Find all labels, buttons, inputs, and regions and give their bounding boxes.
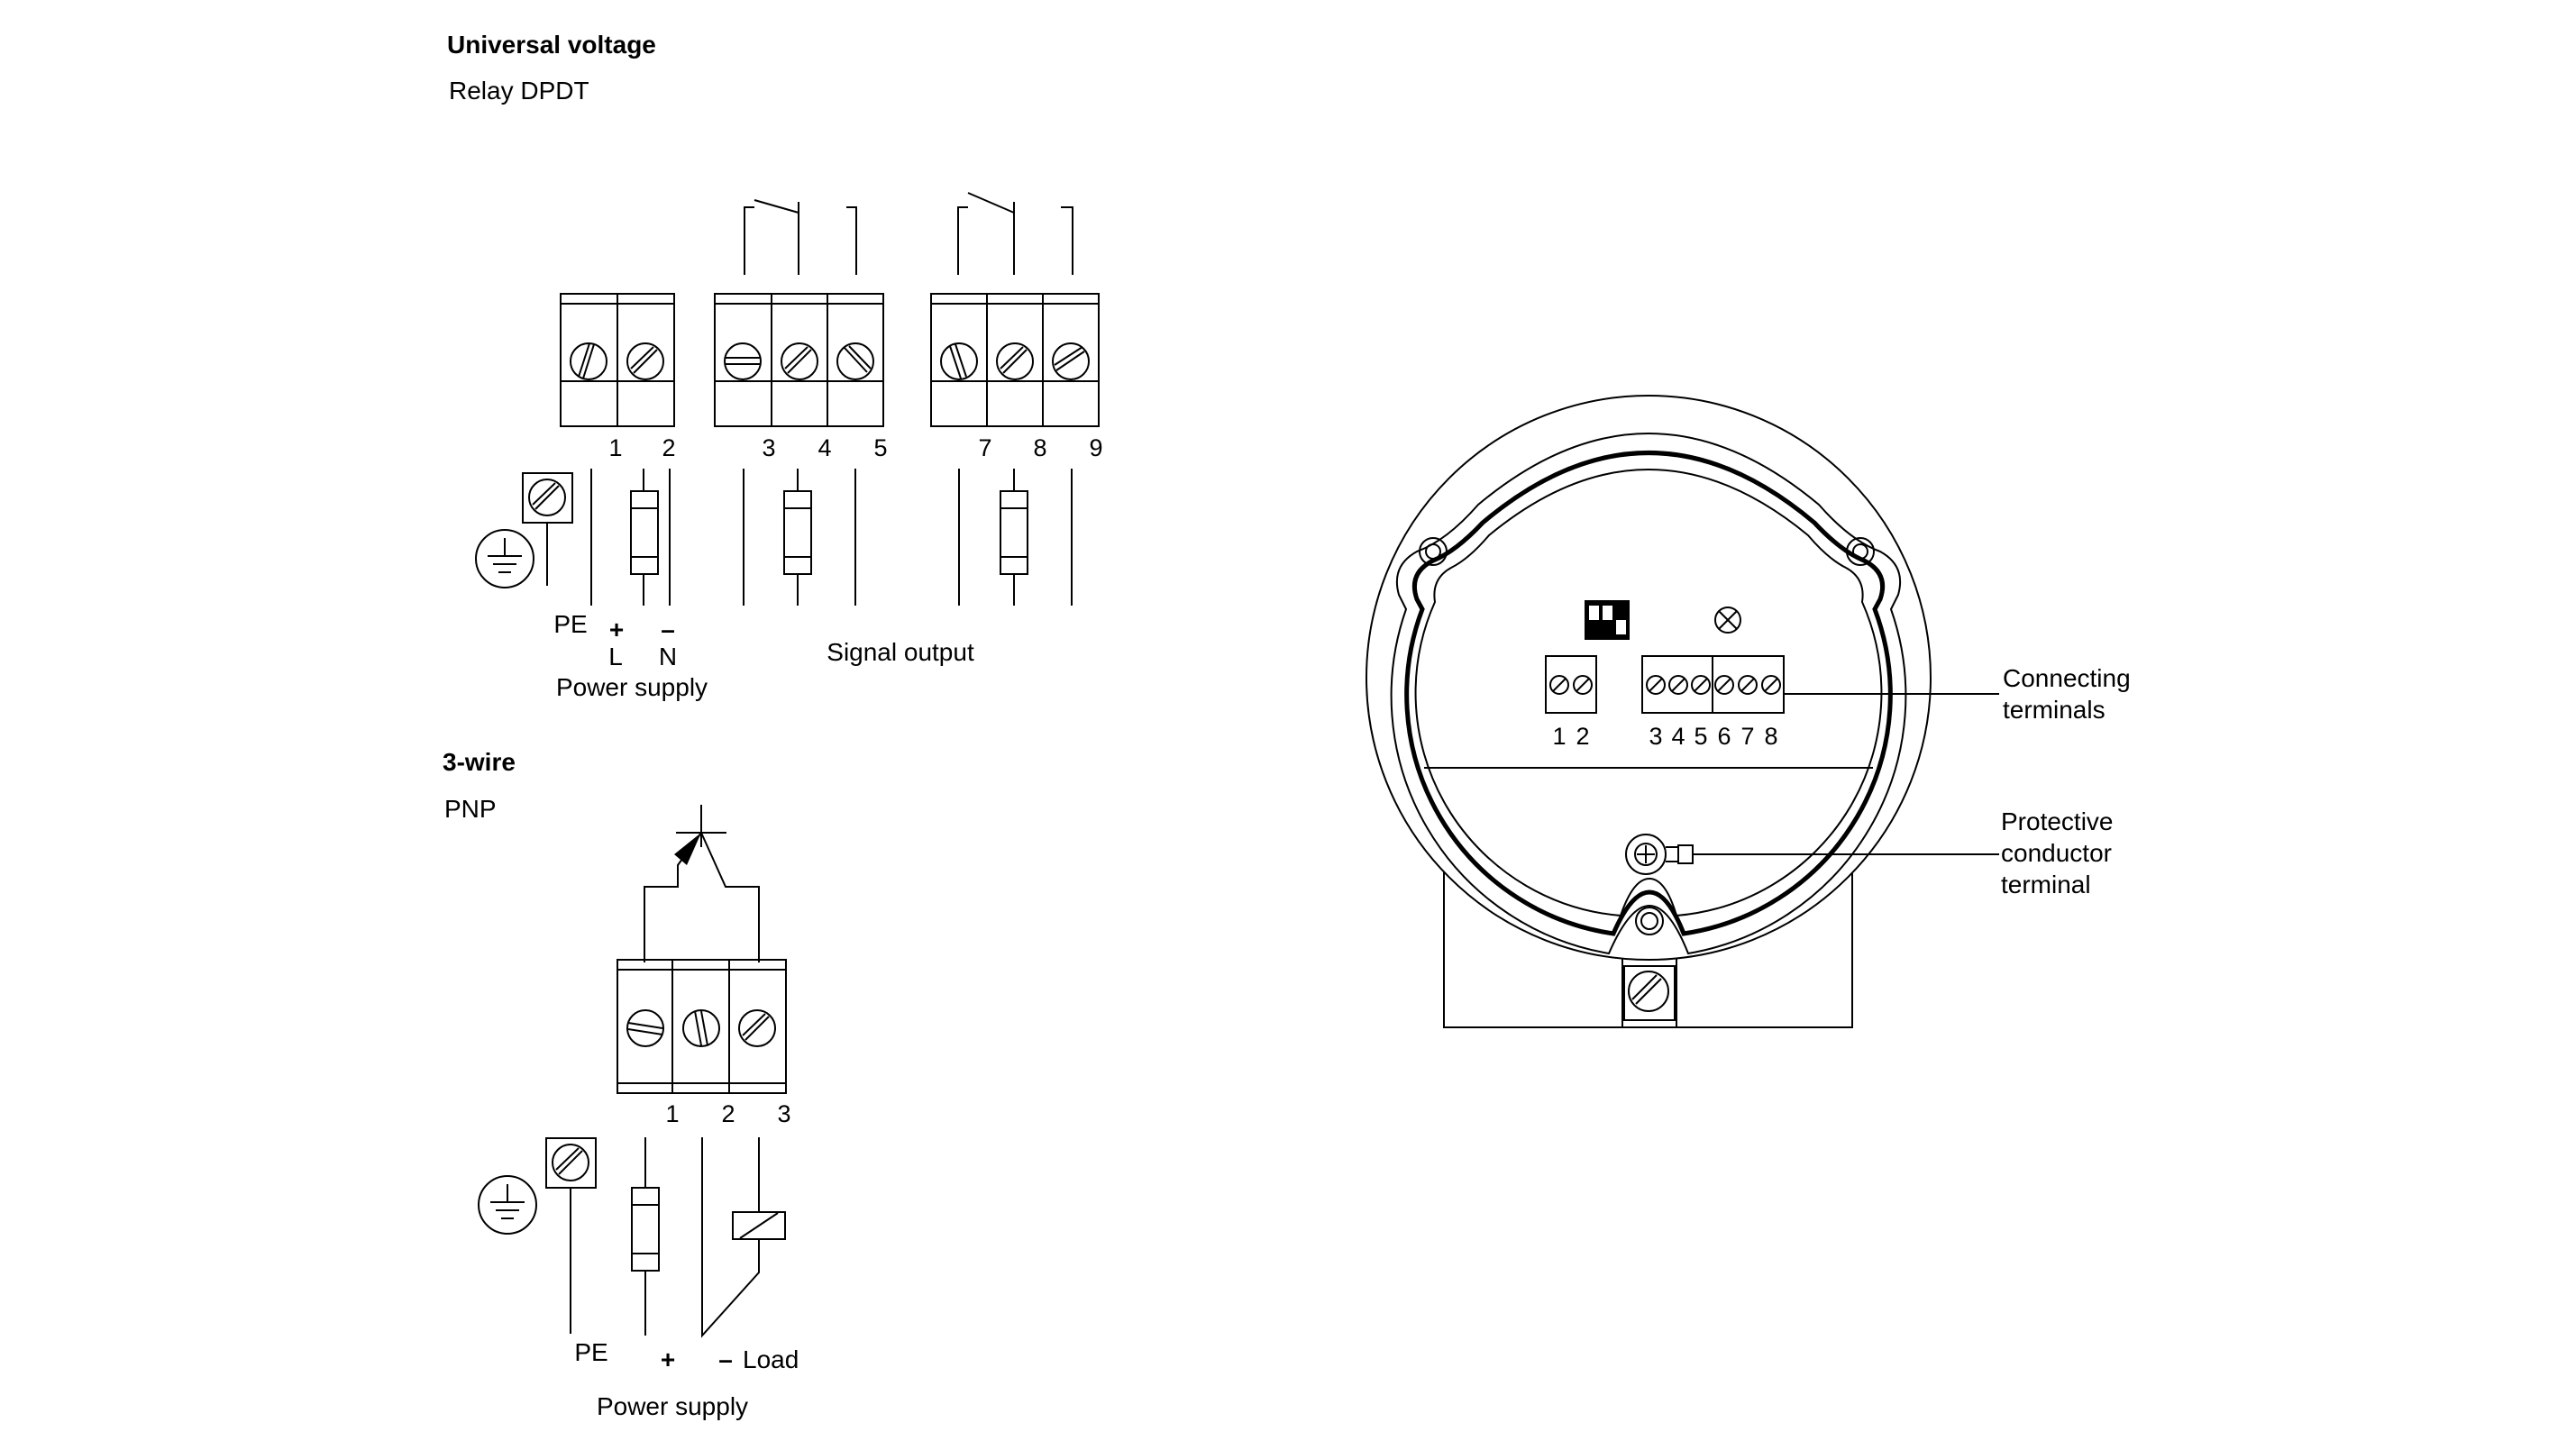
terminal-number: 3 [762,434,775,461]
power-supply-label: Power supply [556,673,708,701]
housing-inner-edge [1414,469,1883,917]
signal-output-label: Signal output [827,638,974,666]
protective-conductor-icon [1625,834,1694,875]
fuse-icon [783,490,812,575]
housing-neck [1443,865,1853,1028]
ground-icon [478,1175,537,1235]
protective-conductor-label: terminal [2001,871,2091,898]
terminal-number: 8 [1764,723,1777,750]
relay-contact-2 [957,192,1073,275]
terminal-number: 3 [1649,723,1662,750]
housing-top-view: 1 2 3 4 5 6 7 8 Connecting terminals Pro… [1366,395,2131,1028]
terminal-number: 4 [818,434,831,461]
connecting-terminal-block-b [1641,655,1785,714]
pe-label: PE [553,610,587,638]
mounting-hole-icon [1635,907,1664,935]
plus-label: + [661,1345,675,1373]
load-icon [732,1211,786,1240]
fuse-icon [631,1187,660,1272]
connecting-terminal-block-a [1545,655,1597,714]
terminal-number: 2 [1576,723,1589,750]
mounting-hole-icon [1846,537,1875,566]
terminal-block-power [560,293,675,427]
universal-voltage-section: Universal voltage Relay DPDT [447,31,1103,701]
terminal-number: 1 [608,434,622,461]
minus-label: – [718,1345,733,1373]
three-wire-title: 3-wire [443,748,516,776]
terminal-block-signal-b [930,293,1100,427]
dip-switch-icon [1585,600,1630,640]
load-label: Load [743,1345,799,1373]
three-wire-section: 3-wire PNP 1 [443,748,799,1420]
terminal-block-3wire [617,959,787,1094]
l-label: L [608,643,623,670]
protective-conductor-label: Protective [2001,807,2114,835]
housing-gasket [1404,451,1893,936]
protective-conductor-label: conductor [2001,839,2112,867]
three-wire-subtitle: PNP [444,795,497,823]
terminal-block-signal-a [714,293,884,427]
universal-title: Universal voltage [447,31,656,59]
housing-terminal-numbers: 1 2 3 4 5 6 7 8 [1552,723,1777,750]
plus-label: + [609,616,624,643]
three-wire-terminal-numbers: 1 2 3 [665,1100,790,1127]
ground-icon [475,529,534,588]
universal-subtitle: Relay DPDT [449,77,589,105]
connecting-terminals-label: Connecting [2003,664,2131,692]
housing-outer-rim [1366,395,1932,961]
terminal-number: 1 [665,1100,679,1127]
power-supply-label: Power supply [597,1392,748,1420]
universal-terminal-numbers: 1 2 3 4 5 7 8 9 [608,434,1102,461]
terminal-number: 2 [721,1100,735,1127]
pnp-transistor-icon [644,805,760,962]
terminal-number: 6 [1717,723,1731,750]
terminal-number: 2 [662,434,675,461]
terminal-number: 8 [1033,434,1046,461]
terminal-number: 4 [1671,723,1685,750]
pe-label: PE [574,1338,607,1366]
terminal-number: 9 [1089,434,1102,461]
terminal-number: 3 [777,1100,790,1127]
mounting-hole-icon [1419,537,1448,566]
pe-terminal-icon [545,1137,597,1334]
terminal-number: 5 [873,434,887,461]
terminal-number: 1 [1552,723,1566,750]
terminal-number: 5 [1694,723,1707,750]
minus-label: – [661,616,675,643]
fuse-icon [1000,490,1028,575]
fuse-icon [630,490,659,575]
connecting-terminals-label: terminals [2003,696,2106,724]
housing-gasket-outer [1390,433,1907,955]
n-label: N [659,643,677,670]
pe-terminal-icon [522,472,573,586]
relay-contact-1 [744,199,857,275]
terminal-number: 7 [1740,723,1754,750]
terminal-number: 7 [978,434,991,461]
potentiometer-icon [1714,606,1741,634]
